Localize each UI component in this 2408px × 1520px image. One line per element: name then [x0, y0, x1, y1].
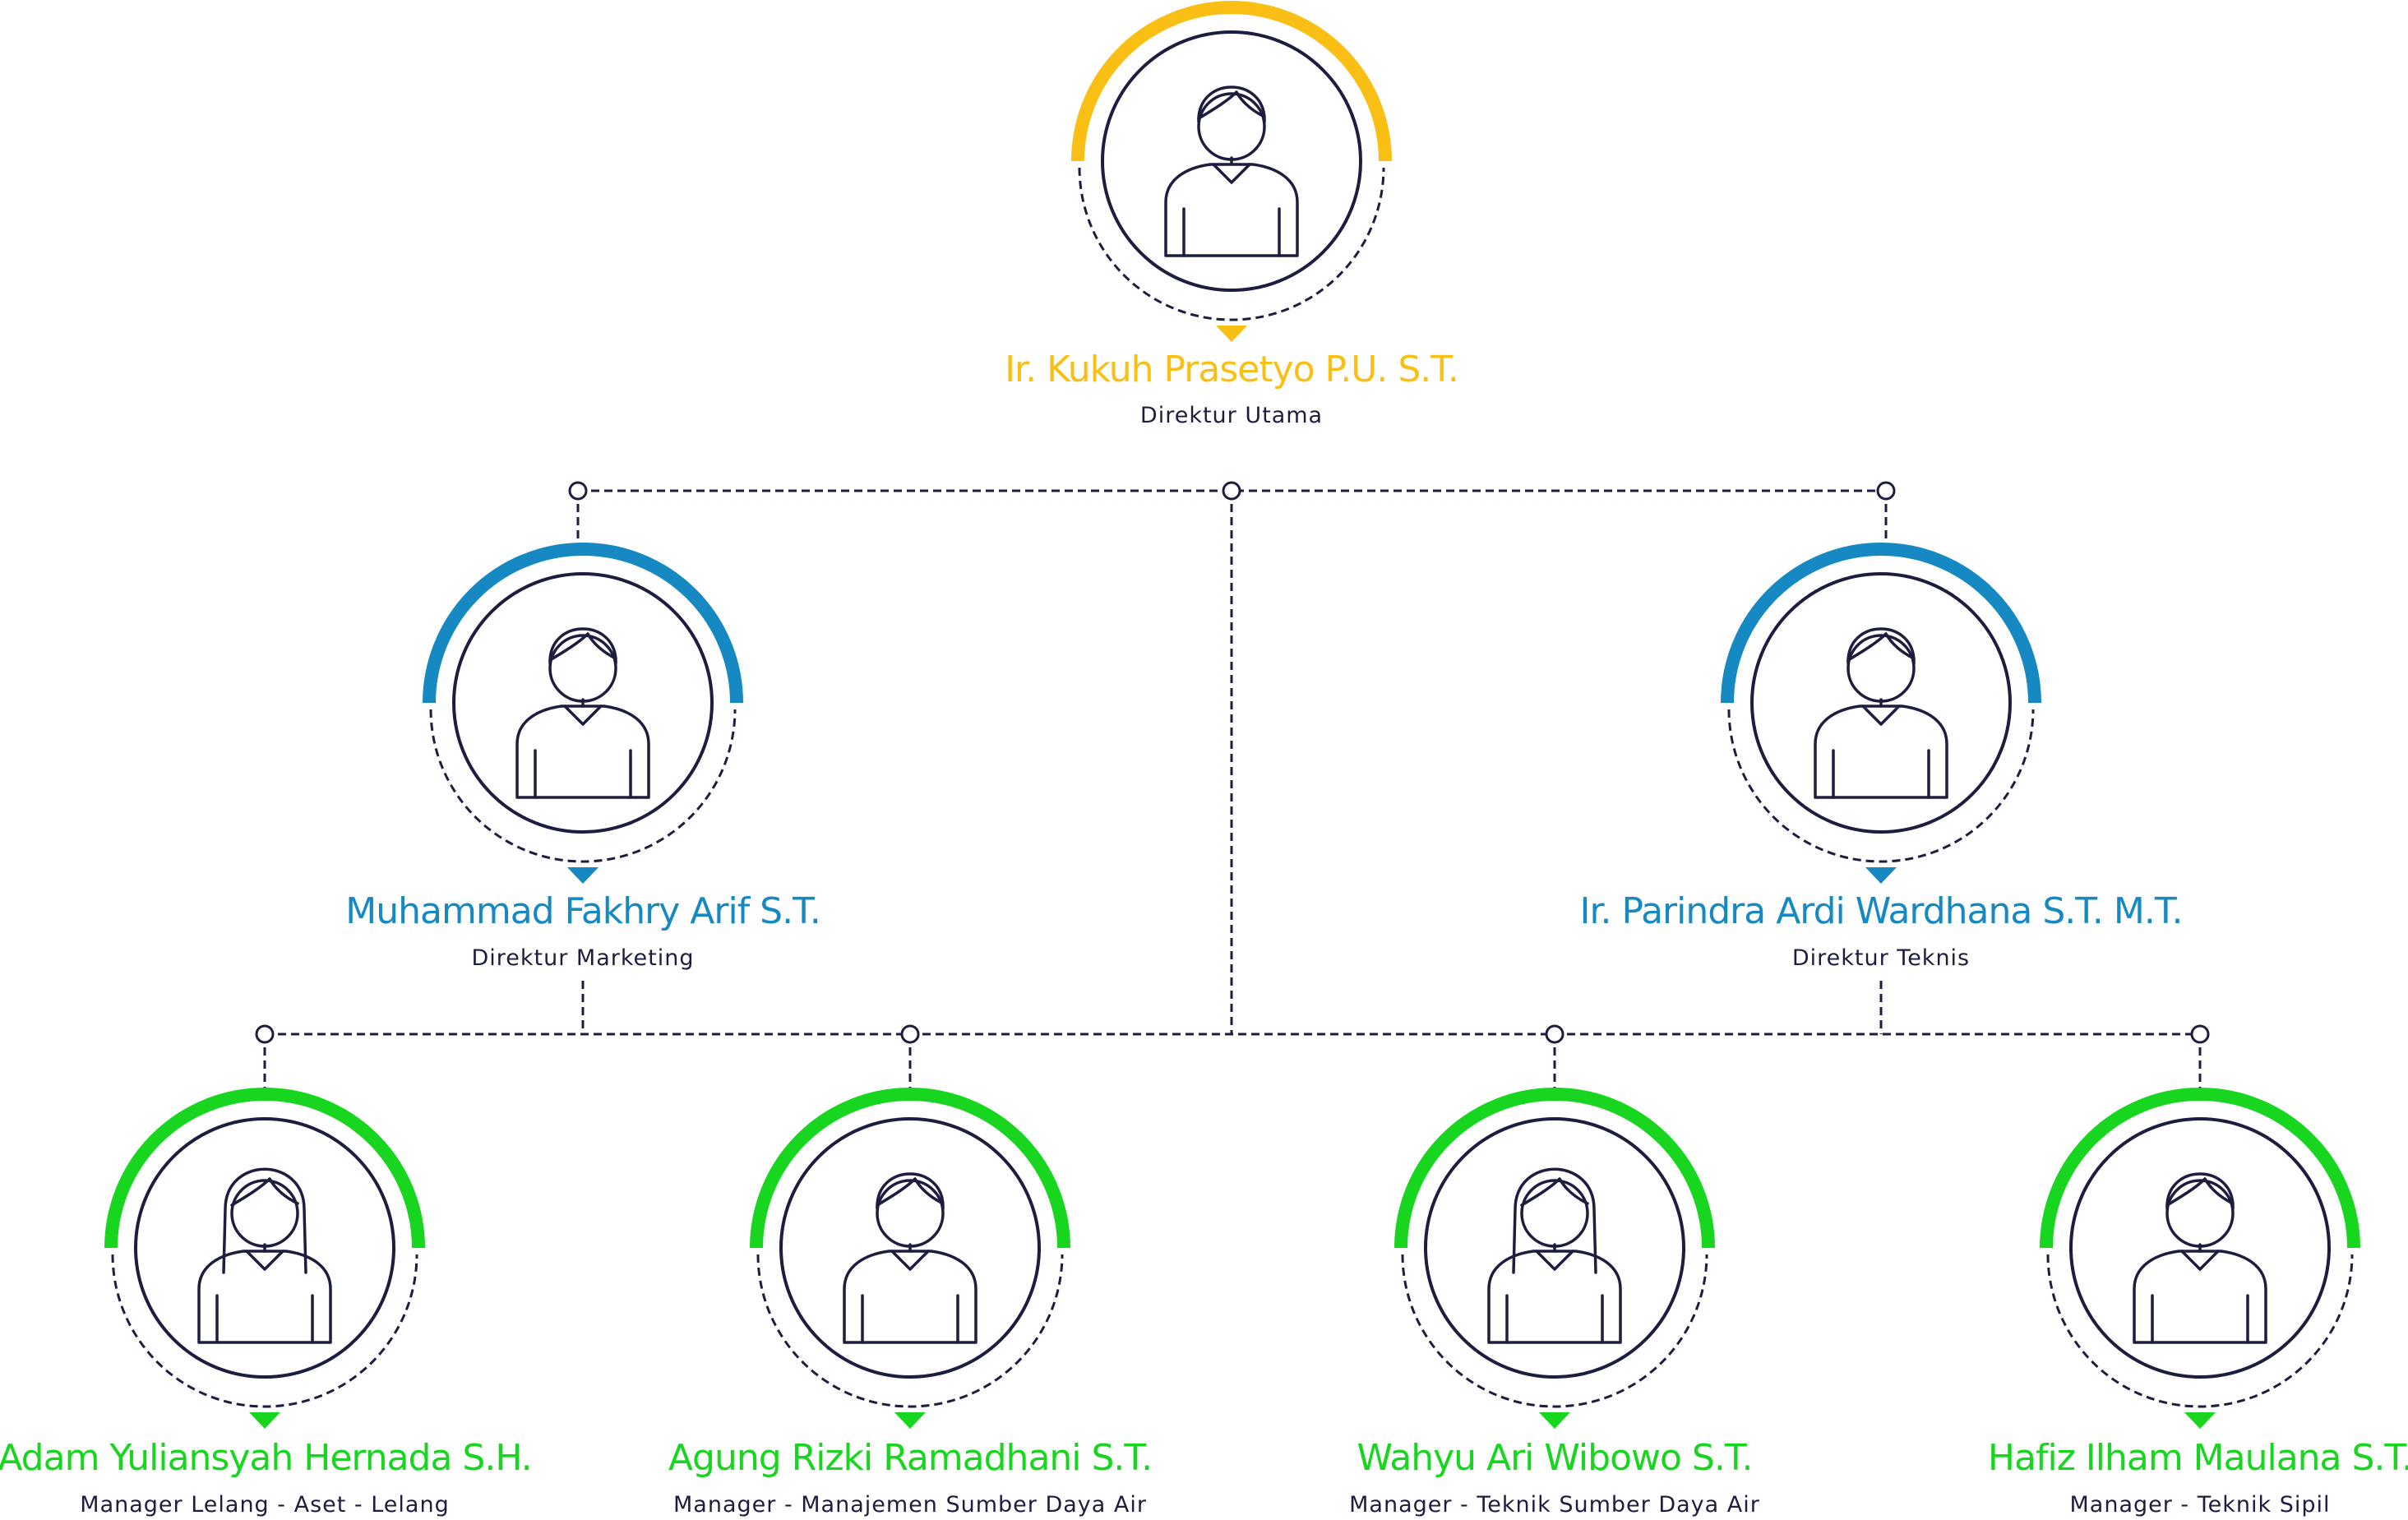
- director-name: Ir. Parindra Ardi Wardhana S.T. M.T.: [1579, 890, 2184, 932]
- manager-role: Manager Lelang - Aset - Lelang: [80, 1492, 450, 1518]
- top-name: Ir. Kukuh Prasetyo P.U. S.T.: [1005, 349, 1459, 390]
- male-avatar-icon: [843, 1172, 978, 1344]
- node-accent-arc: [2040, 1088, 2360, 1249]
- node-dashed-arc: [1727, 709, 2035, 863]
- node-manager: [1394, 1088, 1715, 1429]
- node-pointer-icon: [1539, 1412, 1570, 1429]
- connector-junctions: [255, 481, 2210, 1044]
- node-pointer-icon: [894, 1412, 926, 1429]
- node-dashed-arc: [111, 1254, 418, 1408]
- node-accent-arc: [750, 1088, 1070, 1249]
- top-role: Direktur Utama: [1139, 403, 1324, 428]
- junction-dot: [2190, 1024, 2210, 1044]
- manager-name: Wahyu Ari Wibowo S.T.: [1357, 1437, 1754, 1479]
- manager-role: Manager - Teknik Sumber Daya Air: [1349, 1492, 1760, 1518]
- manager-name: Hafiz Ilham Maulana S.T.: [1987, 1437, 2408, 1479]
- node-accent-arc: [1721, 543, 2041, 704]
- node-dashed-arc: [2046, 1254, 2354, 1408]
- node-accent-arc: [1071, 1, 1392, 162]
- node-dashed-arc: [756, 1254, 1064, 1408]
- node-dashed-arc: [1401, 1254, 1708, 1408]
- junction-dot: [1545, 1024, 1565, 1044]
- manager-role: Manager - Manajemen Sumber Daya Air: [673, 1492, 1147, 1518]
- node-dashed-arc: [429, 709, 737, 863]
- manager-name: Agung Rizki Ramadhani S.T.: [668, 1437, 1153, 1479]
- connectors: [263, 489, 2202, 1088]
- director-name: Muhammad Fakhry Arif S.T.: [345, 890, 820, 932]
- junction-dot: [1222, 481, 1241, 501]
- male-avatar-icon: [515, 627, 650, 799]
- junction-dot: [568, 481, 588, 501]
- node-top: [1071, 1, 1392, 342]
- node-pointer-icon: [567, 867, 599, 884]
- node-accent-arc: [1394, 1088, 1715, 1249]
- manager-name: Adam Yuliansyah Hernada S.H.: [0, 1437, 533, 1479]
- node-pointer-icon: [1865, 867, 1897, 884]
- node-dashed-arc: [1078, 167, 1385, 321]
- org-nodes: [104, 1, 2360, 1429]
- manager-role: Manager - Teknik Sipil: [2069, 1492, 2331, 1518]
- female-avatar-icon: [1487, 1167, 1622, 1344]
- node-manager: [2040, 1088, 2360, 1429]
- node-manager: [750, 1088, 1070, 1429]
- male-avatar-icon: [1164, 85, 1299, 257]
- female-avatar-icon: [197, 1167, 332, 1344]
- node-pointer-icon: [249, 1412, 280, 1429]
- junction-dot: [255, 1024, 275, 1044]
- node-pointer-icon: [1216, 326, 1247, 342]
- male-avatar-icon: [1814, 627, 1948, 799]
- node-accent-arc: [423, 543, 743, 704]
- node-manager: [104, 1088, 425, 1429]
- director-role: Direktur Marketing: [471, 945, 695, 971]
- director-role: Direktur Teknis: [1791, 945, 1971, 971]
- male-avatar-icon: [2133, 1172, 2267, 1344]
- node-director: [1721, 543, 2041, 884]
- node-director: [423, 543, 743, 884]
- node-pointer-icon: [2184, 1412, 2216, 1429]
- junction-dot: [900, 1024, 920, 1044]
- junction-dot: [1876, 481, 1896, 501]
- node-accent-arc: [104, 1088, 425, 1249]
